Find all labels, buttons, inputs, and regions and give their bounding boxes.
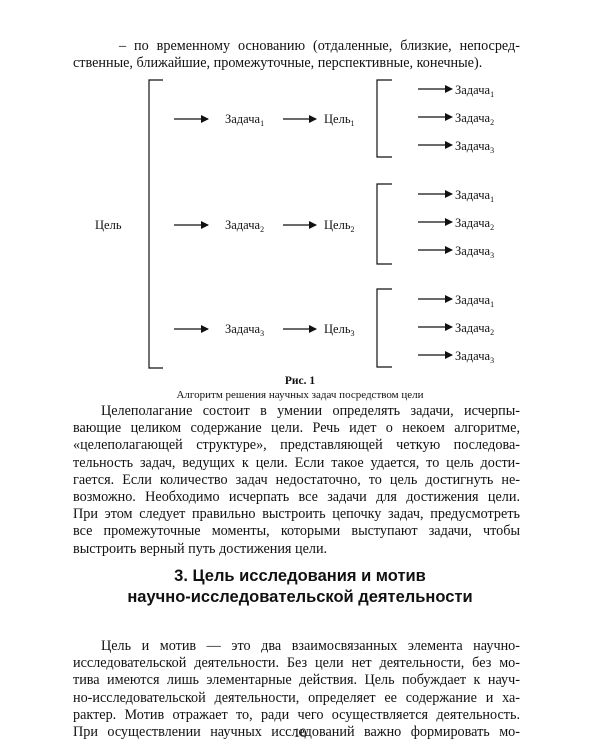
subtask-label: Задача1 — [455, 293, 495, 309]
subtask-label: Задача3 — [455, 349, 495, 365]
text-line: ственные, ближайшие, промежуточные, перс… — [73, 55, 483, 72]
text-line: все промежуточные моменты, которыми выст… — [73, 523, 520, 540]
sub-bracket-3 — [376, 288, 392, 368]
branch-goal-label: Цель3 — [324, 322, 355, 338]
branch-goal-label: Цель1 — [324, 112, 355, 128]
text-line: «целеполагающей структуре», представляющ… — [73, 437, 520, 454]
text-line: исследовательской деятельности. Без цели… — [73, 655, 520, 672]
text-line: При этом следует правильно выстроить цеп… — [73, 506, 520, 523]
body-paragraph: Целеполагание состоит в умении определят… — [73, 403, 520, 558]
text-line: При осуществлении научных исследований в… — [73, 724, 520, 741]
subtask-label: Задача2 — [455, 111, 495, 127]
text-line: возможно. Необходимо исчерпать все задач… — [73, 489, 520, 506]
text-line: гается. Если количество задач недостаточ… — [73, 471, 520, 488]
text-line: но-исследовательской деятельности, опред… — [73, 689, 520, 706]
main-bracket — [148, 79, 163, 369]
body-paragraph: Цель и мотив — это два взаимосвязанных э… — [73, 638, 520, 741]
branch-task-label: Задача2 — [225, 218, 265, 234]
arrows-group — [174, 85, 453, 359]
page-number: 10 — [293, 725, 307, 740]
text-line: выстроить верный путь достижения цели. — [73, 540, 328, 557]
subtask-label: Задача2 — [455, 321, 495, 337]
heading-line: 3. Цель исследования и мотив — [174, 567, 426, 585]
figure-caption: Алгоритм решения научных задач посредств… — [176, 389, 424, 401]
diagram-lines — [148, 79, 453, 369]
figure-number: Рис. 1 — [284, 375, 316, 387]
branch-task-label: Задача3 — [225, 322, 265, 338]
text-line: вающие целиком содержание цели. Речь иде… — [73, 420, 520, 437]
sub-bracket-2 — [376, 183, 392, 265]
subtask-label: Задача1 — [455, 188, 495, 204]
text-line: – по временному основанию (отдаленные, б… — [119, 38, 520, 54]
intro-paragraph: – по временному основанию (отдаленные, б… — [73, 38, 520, 72]
text-line: тельность задач, ведущих к цели. Если та… — [73, 454, 520, 471]
branch-task-label: Задача1 — [225, 112, 265, 128]
subtask-label: Задача2 — [455, 216, 495, 232]
goal-task-diagram: Цель Задача1 Цель1 Задача1 Задача2 Задач… — [95, 79, 495, 369]
subtask-label: Задача1 — [455, 83, 495, 99]
branch-goal-label: Цель2 — [324, 218, 355, 234]
subtask-label: Задача3 — [455, 244, 495, 260]
text-line: Цель и мотив — это два взаимосвязанных э… — [101, 638, 520, 654]
subtask-label: Задача3 — [455, 139, 495, 155]
section-heading: 3. Цель исследования и мотив научно-иссл… — [0, 566, 600, 608]
text-line: тива имеются лишь элементарные действия.… — [73, 672, 520, 689]
text-line: Целеполагание состоит в умении определят… — [101, 403, 520, 419]
root-goal-label: Цель — [95, 218, 122, 232]
heading-line: научно-исследовательской деятельности — [127, 588, 473, 606]
sub-bracket-1 — [376, 79, 392, 158]
text-line: рактер. Мотив отражает то, ради чего осу… — [73, 706, 520, 723]
